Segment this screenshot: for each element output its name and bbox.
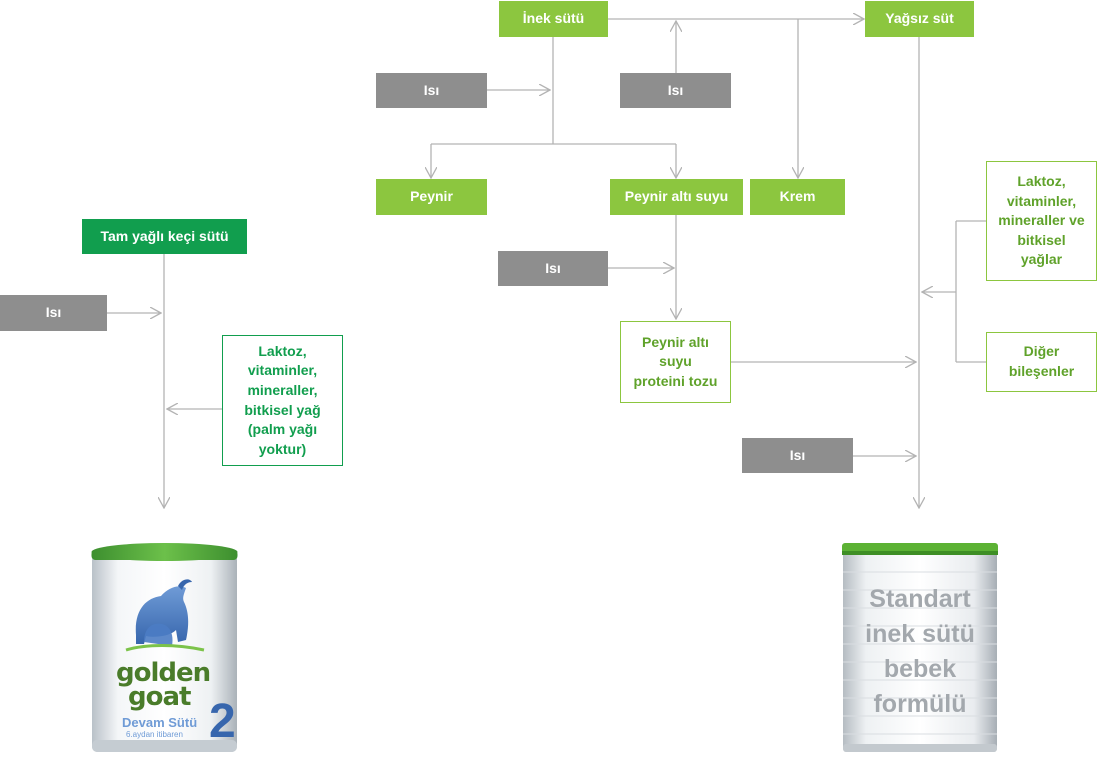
stage-number: 2 <box>209 695 236 748</box>
isi-label: Isı <box>545 259 561 276</box>
isi-box-final: Isı <box>742 438 853 473</box>
brand-goat: goat <box>128 682 191 712</box>
isi-box-cow: Isı <box>376 73 487 108</box>
isi-box-cream: Isı <box>620 73 731 108</box>
isi-box-whey: Isı <box>498 251 608 286</box>
tam-yagli-keci-sutu-label: Tam yağlı keçi sütü <box>100 227 229 244</box>
golden-goat-can: golden goat Devam Sütü 6.aydan itibaren … <box>86 540 243 758</box>
keci-katkilar-label: Laktoz, vitaminler, mineraller, bitkisel… <box>244 342 321 457</box>
age-label: 6.aydan itibaren <box>126 730 183 739</box>
standard-can-text: Standart inek sütü bebek formülü <box>865 585 975 718</box>
isi-label: Isı <box>423 81 440 98</box>
inek-katkilar-box: Laktoz, vitaminler, mineraller ve bitkis… <box>986 161 1097 281</box>
inek-sutu-label: İnek sütü <box>522 10 585 27</box>
tam-yagli-keci-sutu-box: Tam yağlı keçi sütü <box>82 219 247 254</box>
peynir-alti-protein-box: Peynir altı suyu proteini tozu <box>620 321 731 403</box>
isi-label: Isı <box>667 81 684 98</box>
isi-label: Isı <box>45 304 62 321</box>
diger-bilesenler-box: Diğer bileşenler <box>986 332 1097 392</box>
yagsiz-sut-box: Yağsız süt <box>865 1 974 37</box>
peynir-label: Peynir <box>410 188 453 205</box>
inek-katkilar-label: Laktoz, vitaminler, mineraller ve bitkis… <box>998 173 1085 268</box>
keci-katkilar-box: Laktoz, vitaminler, mineraller, bitkisel… <box>222 335 343 466</box>
peynir-box: Peynir <box>376 179 487 215</box>
variant-label: Devam Sütü <box>122 715 198 730</box>
peynir-alti-suyu-box: Peynir altı suyu <box>610 179 743 215</box>
krem-box: Krem <box>750 179 845 215</box>
yagsiz-sut-label: Yağsız süt <box>885 10 954 27</box>
brand-golden: golden <box>116 658 211 688</box>
inek-sutu-box: İnek sütü <box>499 1 608 37</box>
isi-label: Isı <box>789 446 806 463</box>
goat-logo <box>125 579 205 652</box>
isi-box-goat: Isı <box>0 295 107 331</box>
golden-goat-can-drawing <box>91 543 238 752</box>
peynir-alti-suyu-label: Peynir altı suyu <box>624 188 729 205</box>
peynir-alti-protein-label: Peynir altı suyu proteini tozu <box>633 333 718 389</box>
standard-formula-can: Standart inek sütü bebek formülü <box>838 540 1002 758</box>
diger-bilesenler-label: Diğer bileşenler <box>1008 343 1075 379</box>
standard-can-drawing <box>842 543 998 752</box>
krem-label: Krem <box>779 188 816 205</box>
